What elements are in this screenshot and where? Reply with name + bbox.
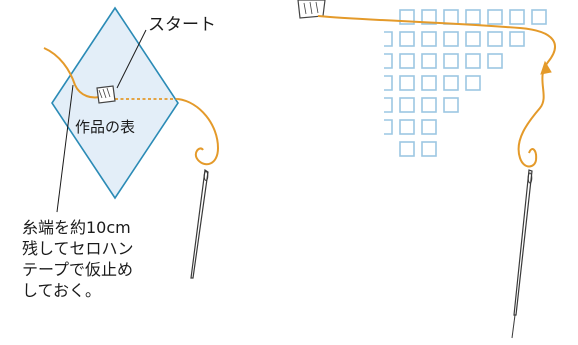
stitch-square <box>466 76 480 90</box>
needle-icon <box>191 170 208 278</box>
stitch-square <box>422 76 436 90</box>
tape-icon <box>97 86 115 103</box>
stitch-square <box>488 10 502 24</box>
stitch-square <box>422 98 436 112</box>
start-label: スタート <box>148 10 216 35</box>
stitch-square <box>400 76 414 90</box>
right-figure <box>298 0 555 338</box>
stitch-square <box>400 54 414 68</box>
stitch-square <box>466 32 480 46</box>
note-line: 残してセロハン <box>22 238 134 259</box>
partial-stitch-square <box>384 32 392 46</box>
stitch-square <box>422 54 436 68</box>
note-line: テープで仮止め <box>22 259 134 280</box>
stitch-square <box>400 98 414 112</box>
partial-stitch-square <box>384 76 392 90</box>
stitch-square <box>488 54 502 68</box>
note-line: 糸端を約10cm <box>22 217 134 238</box>
stitch-square <box>466 10 480 24</box>
stitch-square <box>444 10 458 24</box>
stitch-square <box>422 32 436 46</box>
stitch-square <box>510 10 524 24</box>
stitch-square <box>532 10 546 24</box>
partial-stitch-square <box>384 54 392 68</box>
work-front-label: 作品の表 <box>75 116 135 137</box>
stitch-square <box>466 54 480 68</box>
partial-stitch-square <box>384 120 392 134</box>
stitch-square <box>400 120 414 134</box>
stitch-square <box>444 76 458 90</box>
instruction-note: 糸端を約10cm 残してセロハン テープで仮止め しておく。 <box>22 217 134 301</box>
working-thread <box>178 99 218 164</box>
stitch-square <box>400 142 414 156</box>
stitch-square <box>444 32 458 46</box>
stitch-square <box>444 98 458 112</box>
needle-icon <box>512 170 532 338</box>
note-line: しておく。 <box>22 280 134 301</box>
stitch-square <box>422 142 436 156</box>
stitch-square <box>400 32 414 46</box>
stitch-square <box>444 54 458 68</box>
stitch-square <box>488 32 502 46</box>
partial-stitch-square <box>384 98 392 112</box>
stitch-square <box>422 120 436 134</box>
stitch-square <box>510 32 524 46</box>
arrow-icon <box>541 62 551 74</box>
